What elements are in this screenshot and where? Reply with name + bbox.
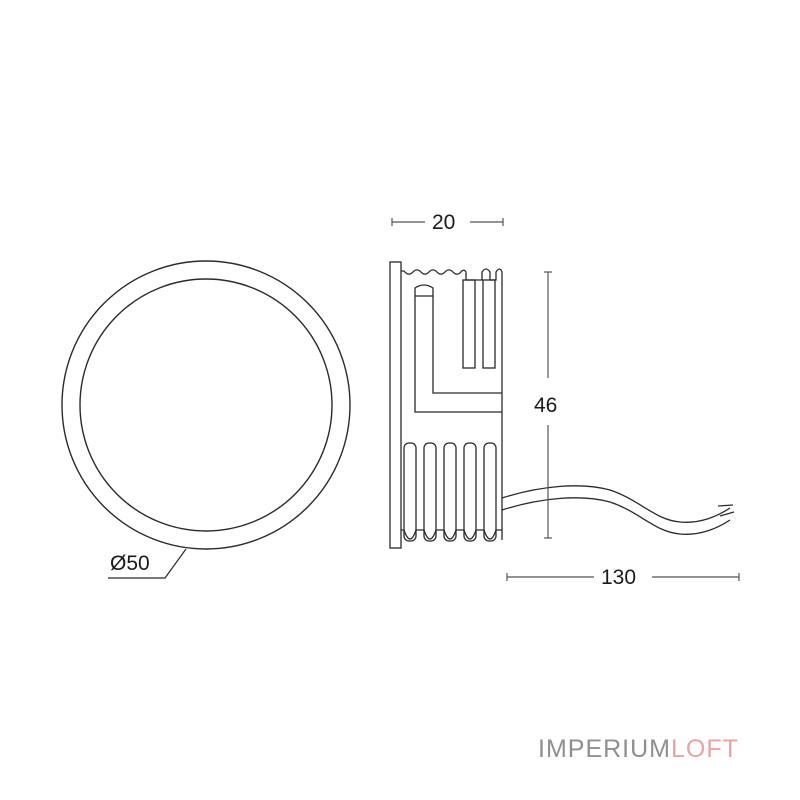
dimension-lines [391,218,740,581]
brand-part-1: IMPERIUM [538,735,671,763]
front-plate [389,261,402,549]
height-label: 46 [534,394,558,417]
outer-ring [61,260,351,550]
width-label: 20 [432,211,456,234]
outer-channel [414,300,502,413]
front-view [61,260,351,550]
inner-ring [79,278,333,532]
inner-channel [432,300,502,394]
diameter-leader [108,548,187,579]
top-fin-profile [401,268,503,281]
brand-logo: IMPERIUMLOFT [538,737,739,762]
side-view [389,261,735,549]
cable-length-label: 130 [601,566,637,589]
brand-part-2: LOFT [671,735,739,763]
cable [501,485,731,523]
diameter-label: Ø50 [110,552,150,575]
